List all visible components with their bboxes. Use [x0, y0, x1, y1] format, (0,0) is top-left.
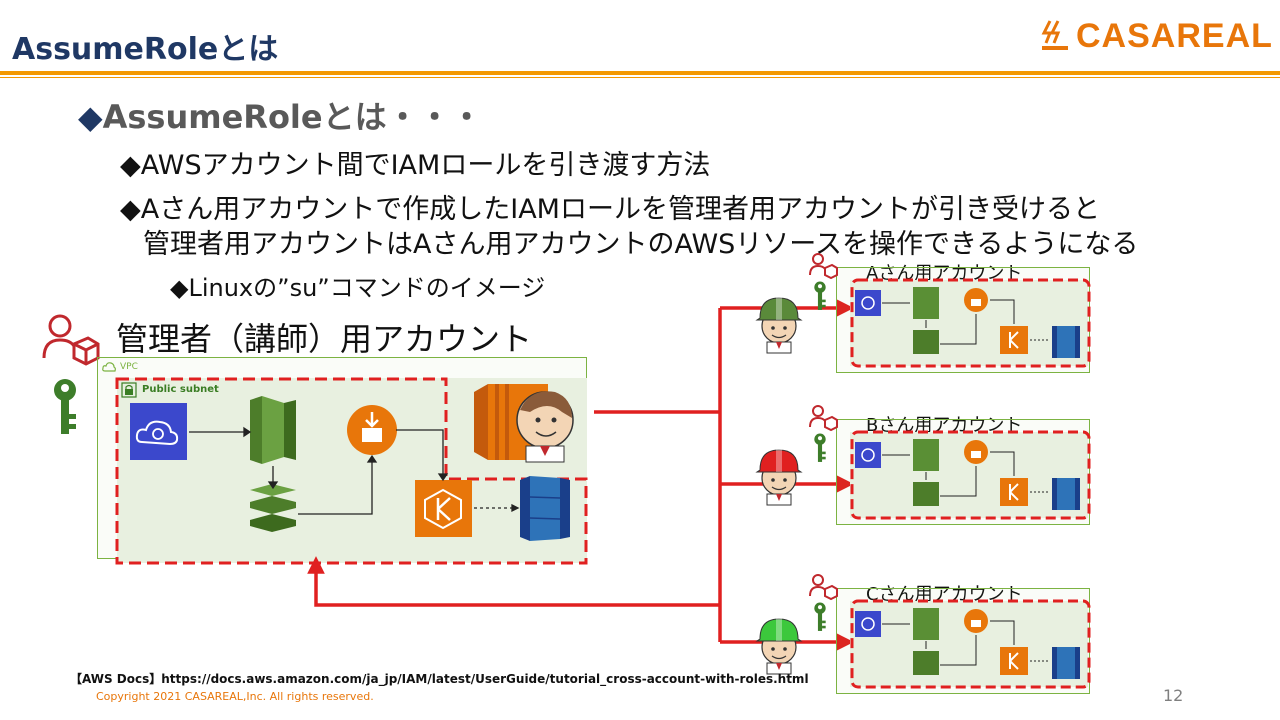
vpc-label: VPC [120, 362, 138, 372]
cloud9-icon [855, 611, 881, 637]
cloud9-icon [855, 290, 881, 316]
key-icon [814, 433, 826, 462]
jenkins-helmet-icon [755, 617, 803, 675]
codebuild-icon [913, 330, 939, 354]
admin-account-label: 管理者（講師）用アカウント [116, 320, 533, 358]
ec2-jenkins-icon [474, 384, 574, 463]
vpc-cloud-icon [102, 362, 116, 372]
rds-icon [1052, 647, 1080, 679]
codecommit-icon [913, 608, 939, 640]
eks-icon [1000, 478, 1028, 506]
codedeploy-icon [347, 405, 397, 455]
eks-icon [1000, 326, 1028, 354]
codebuild-icon [913, 482, 939, 506]
codedeploy-icon [964, 609, 988, 633]
eks-icon [1000, 647, 1028, 675]
slide-title: AssumeRoleとは [12, 32, 279, 67]
bullet-level1: ◆AssumeRoleとは・・・ [78, 92, 483, 138]
header-rule [0, 71, 1280, 75]
codecommit-icon [913, 287, 939, 319]
bullet-marker: ◆ [78, 98, 103, 136]
rds-icon [520, 476, 570, 541]
codebuild-icon [913, 651, 939, 675]
logo-text: CASAREAL [1076, 16, 1273, 55]
bullet-text: Aさん用アカウントで作成したIAMロールを管理者用アカウントが引き受けると [140, 194, 1100, 225]
user-icon [809, 405, 838, 432]
codecommit-icon [250, 396, 296, 464]
bullet-text: Linuxの”su”コマンドのイメージ [188, 274, 546, 302]
key-icon [814, 602, 826, 631]
codedeploy-icon [964, 440, 988, 464]
lock-icon [121, 382, 137, 398]
codedeploy-icon [964, 288, 988, 312]
bullet-item3: ◆Linuxの”su”コマンドのイメージ [170, 268, 545, 303]
company-logo: CASAREAL [1040, 14, 1273, 58]
copyright-text: Copyright 2021 CASAREAL,Inc. All rights … [96, 690, 374, 703]
bullet-text: AWSアカウント間でIAMロールを引き渡す方法 [140, 150, 711, 181]
pipeline-arrows [189, 426, 520, 515]
key-icon [54, 379, 76, 434]
user-icon [809, 574, 838, 601]
key-icon [814, 281, 826, 310]
bullet-marker: ◆ [120, 150, 141, 181]
public-subnet-label: Public subnet [142, 384, 219, 395]
casareal-logo-icon [1041, 20, 1068, 50]
user-icon [42, 314, 100, 366]
bullet-text: AssumeRoleとは・・・ [102, 98, 483, 136]
jenkins-helmet-icon [755, 448, 803, 506]
bullet-item1: ◆AWSアカウント間でIAMロールを引き渡す方法 [120, 143, 710, 182]
eks-icon [415, 480, 472, 537]
cloud9-icon [130, 403, 187, 460]
jenkins-helmet-icon [755, 296, 803, 354]
page-number: 12 [1163, 686, 1184, 705]
codecommit-icon [913, 439, 939, 471]
reference-link[interactable]: 【AWS Docs】https://docs.aws.amazon.com/ja… [70, 672, 809, 686]
bullet-item2-line2: 管理者用アカウントはAさん用アカウントのAWSリソースを操作できるようになる [143, 229, 1139, 260]
bullet-marker: ◆ [120, 194, 141, 225]
cloud9-icon [855, 442, 881, 468]
codebuild-icon [250, 484, 296, 532]
bullet-marker: ◆ [170, 274, 189, 302]
user-icon [809, 253, 838, 280]
admin-dashed-boundary [115, 377, 588, 565]
rds-icon [1052, 478, 1080, 510]
rds-icon [1052, 326, 1080, 358]
header-rule-thin [0, 77, 1280, 78]
bullet-item2: ◆Aさん用アカウントで作成したIAMロールを管理者用アカウントが引き受けると [120, 187, 1100, 226]
